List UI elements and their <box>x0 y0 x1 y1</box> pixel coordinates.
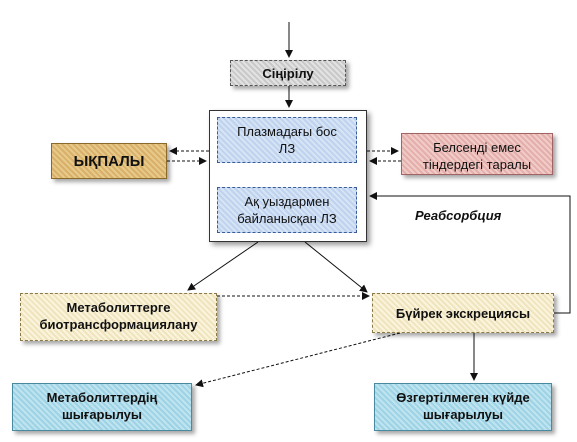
unchanged-label-1: Өзгертілмеген күйде <box>396 390 530 405</box>
metab-excr-label-1: Метаболиттердің <box>46 390 158 405</box>
biotrans-label-2: биотрансформациялану <box>39 317 198 332</box>
protein-bound-label-1: Ақ уыздармен <box>244 194 330 209</box>
arrow-to-renal <box>304 241 368 293</box>
renal-excretion-box: Бүйрек экскрециясы <box>372 293 554 333</box>
renal-label: Бүйрек экскрециясы <box>395 305 531 321</box>
protein-bound-box: Ақ уыздармен байланысқан ЛЗ <box>217 187 357 233</box>
effect-label: ЫҚПАЛЫ <box>73 152 145 170</box>
free-plasma-label-1: Плазмадағы бос <box>237 124 337 139</box>
unchanged-label-2: шығарылуы <box>422 407 504 422</box>
arrow-to-biotrans <box>187 241 259 291</box>
unchanged-excretion-box: Өзгертілмеген күйде шығарылуы <box>374 383 552 431</box>
metab-excr-label-2: шығарылуы <box>61 407 143 422</box>
reabsorption-label: Реабсорбция <box>415 208 502 223</box>
free-plasma-label-2: ЛЗ <box>278 141 296 156</box>
effect-box: ЫҚПАЛЫ <box>51 143 167 179</box>
reabsorption-loop <box>369 192 571 314</box>
tissue-label-1: Белсенді емес <box>433 140 521 155</box>
tissue-label-2: тіндердегі таралы <box>422 157 532 172</box>
free-plasma-box: Плазмадағы бос ЛЗ <box>217 117 357 163</box>
protein-bound-label-2: байланысқан ЛЗ <box>237 211 337 226</box>
absorption-box: Сіңірілу <box>230 60 346 86</box>
biotrans-label-1: Метаболиттерге <box>66 300 171 315</box>
absorption-label: Сіңірілу <box>262 65 314 81</box>
arrow-renal-to-metab-excr <box>195 332 401 388</box>
metabolite-excretion-box: Метаболиттердің шығарылуы <box>12 383 192 431</box>
tissue-distribution-box: Белсенді емес тіндердегі таралы <box>401 133 553 175</box>
biotransformation-box: Метаболиттерге биотрансформациялану <box>20 293 217 341</box>
